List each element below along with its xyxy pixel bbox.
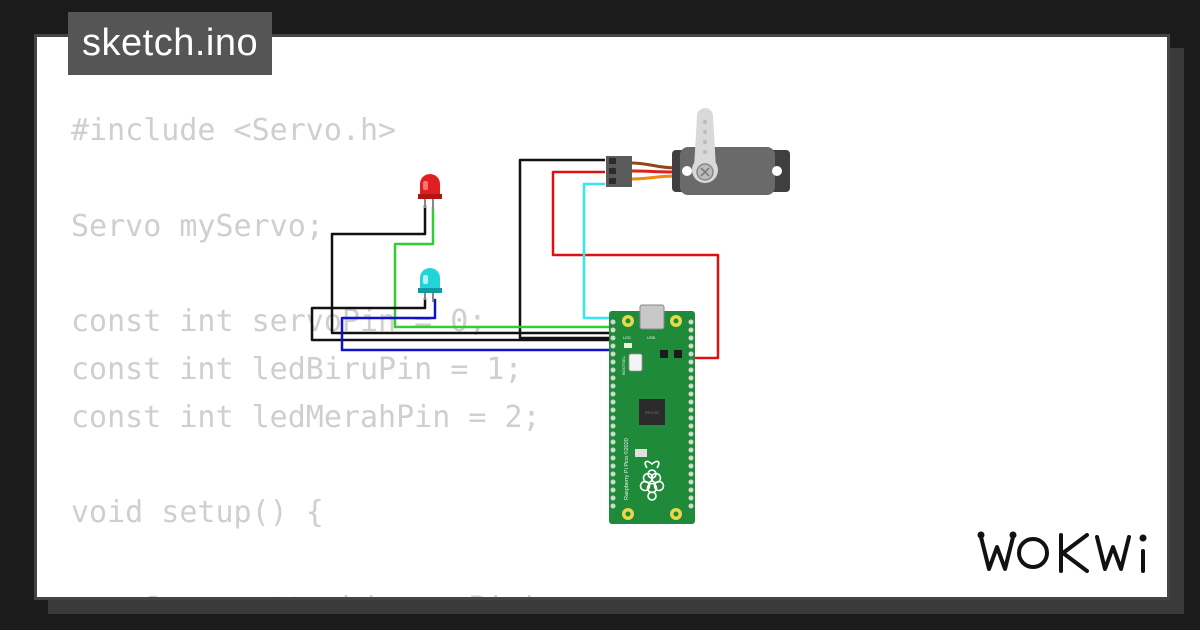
wire-red-servo[interactable] (551, 170, 720, 360)
raspberry-pi-icon (639, 460, 665, 501)
filename-tab[interactable]: sketch.ino (68, 12, 273, 75)
wire-cyan-servo[interactable] (582, 182, 612, 320)
bootsel-silkscreen: BOOTSEL (621, 355, 626, 375)
wire-black-led-2[interactable] (310, 298, 612, 342)
wire-black-led[interactable] (330, 205, 612, 335)
led-silkscreen: LED (623, 335, 631, 340)
usb-silkscreen: USB (647, 335, 656, 340)
chip-label: RP2-B2 (645, 410, 660, 415)
code-editor: #include <Servo.h> Servo myServo; const in… (71, 107, 559, 597)
cyan-led-icon[interactable] (418, 268, 442, 302)
servo-motor-icon[interactable] (606, 108, 790, 195)
wire-green-led[interactable] (393, 207, 612, 329)
code-line-3: Servo myServo; (71, 208, 324, 244)
mount-holes (622, 315, 682, 520)
code-line-7: const int ledMerahPin = 2; (71, 399, 541, 435)
wire-blue-led[interactable] (340, 298, 612, 352)
code-line-11: myServo.attach(servoPin); (71, 585, 559, 597)
pin-header-right (688, 319, 694, 509)
pico-board[interactable]: LED USB BOOTSEL RP2-B2 Raspberry Pi Pico… (609, 304, 695, 524)
bootsel-button[interactable] (628, 353, 643, 372)
red-led-icon[interactable] (418, 174, 442, 210)
board-name: Raspberry Pi Pico ©2020 (623, 438, 630, 500)
wires (310, 158, 720, 360)
code-line-9: void setup() { (71, 495, 324, 531)
wire-black-servo[interactable] (518, 158, 612, 340)
code-line-5: const int servoPin = 0; (71, 304, 487, 340)
wokwi-logo[interactable] (975, 525, 1155, 580)
pin-header-left (610, 319, 616, 509)
code-line-1: #include <Servo.h> (71, 113, 397, 148)
rp2040-chip (639, 399, 665, 425)
usb-port (639, 304, 665, 330)
code-line-6: const int ledBiruPin = 1; (71, 351, 523, 387)
